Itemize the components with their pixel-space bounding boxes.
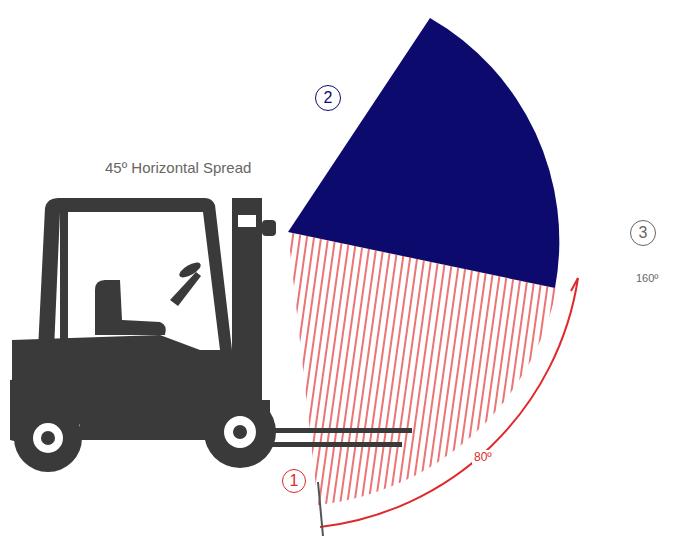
angle-label: 160º: [636, 273, 658, 284]
callout-number: 2: [315, 85, 341, 111]
leader-line: [318, 482, 323, 536]
forklift: [10, 198, 412, 447]
spread-heading: 45º Horizontal Spread: [105, 160, 251, 175]
angle-arc: [320, 278, 578, 527]
callout-number: 1: [282, 469, 306, 493]
hatched-sector: [288, 232, 557, 505]
angle-label: 80º: [472, 450, 494, 464]
callout-number: 3: [630, 220, 656, 246]
wheels: [14, 396, 276, 472]
